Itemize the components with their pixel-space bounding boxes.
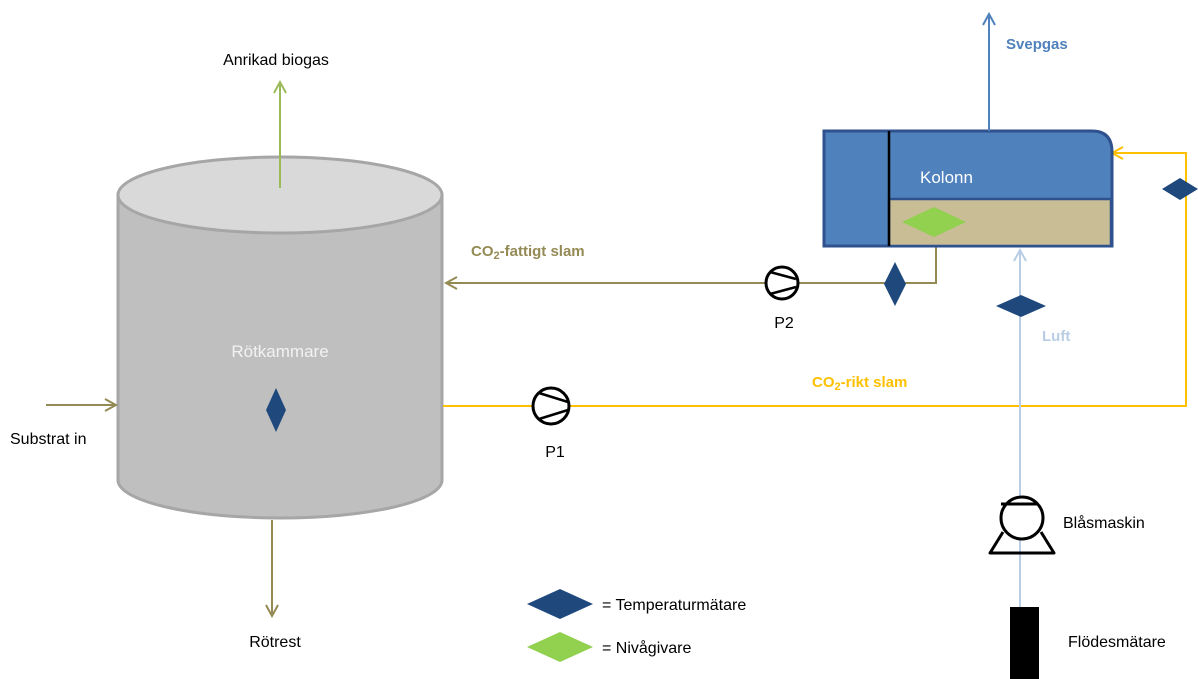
- digestate-label: Rötrest: [249, 634, 301, 651]
- pump-p1-icon: [531, 386, 571, 426]
- flow-meter-label: Flödesmätare: [1068, 634, 1166, 651]
- co2-rich-sludge-line: [443, 153, 1187, 407]
- co2-poor-sludge-label: CO2-fattigt slam: [471, 243, 585, 262]
- blower-icon: [988, 495, 1056, 555]
- digester-temperature-sensor-icon: [266, 388, 286, 432]
- column: [822, 129, 1114, 248]
- air-label: Luft: [1042, 328, 1070, 345]
- legend-temperature-icon: [527, 589, 593, 619]
- legend-temperature-label: = Temperaturmätare: [602, 597, 746, 614]
- flow-meter-icon: [1010, 607, 1039, 679]
- column-label: Kolonn: [920, 168, 973, 187]
- pump-p2-icon: [764, 265, 800, 301]
- pump-p2-label: P2: [774, 315, 794, 332]
- co2-poor-temperature-sensor-icon: [884, 262, 906, 306]
- digester-tank: [116, 155, 444, 520]
- substrate-in-label: Substrat in: [10, 431, 86, 448]
- air-temperature-sensor-icon: [996, 295, 1046, 317]
- pump-p1-label: P1: [545, 444, 565, 461]
- legend-level-icon: [527, 632, 593, 662]
- co2-poor-sludge-line: [446, 246, 937, 283]
- legend-level-label: = Nivågivare: [602, 639, 691, 657]
- column-level-sensor-icon: [902, 207, 966, 237]
- sweep-gas-label: Svepgas: [1006, 36, 1068, 53]
- digester-label: Rötkammare: [231, 342, 328, 361]
- legend: = Temperaturmätare = Nivågivare: [527, 589, 746, 662]
- blower-label: Blåsmaskin: [1063, 514, 1145, 532]
- co2-rich-temperature-sensor-icon: [1162, 178, 1198, 200]
- co2-rich-sludge-label: CO2-rikt slam: [812, 374, 907, 393]
- enriched-biogas-label: Anrikad biogas: [223, 52, 329, 69]
